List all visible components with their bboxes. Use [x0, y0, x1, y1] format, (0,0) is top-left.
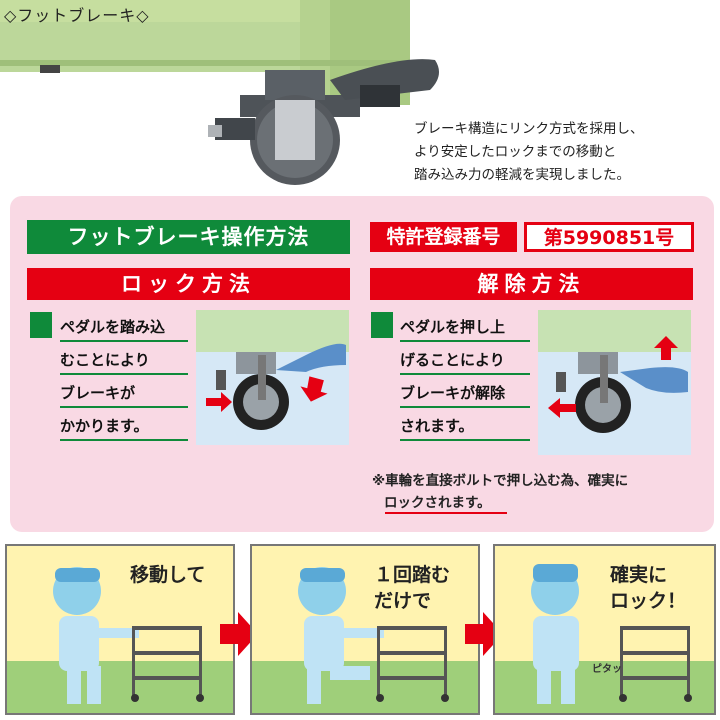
lock-illustration — [495, 564, 714, 713]
lock-text-line: かかります。 — [60, 411, 188, 441]
press-illustration — [252, 567, 478, 713]
lock-diagram-illustration — [196, 310, 349, 430]
caption-line: だけで — [374, 590, 432, 612]
lock-text-line: ブレーキが — [60, 378, 188, 408]
next-arrow-2 — [465, 612, 503, 660]
panel-note: ※車輪を直接ボルトで押し込む為、確実に ロックされます。 — [372, 470, 628, 514]
lock-text-line: むことにより — [60, 345, 188, 375]
patent-number: 第5990851号 — [524, 222, 694, 252]
note-line: ロックされます。 — [384, 495, 491, 511]
caption-line: 確実に — [610, 564, 668, 586]
photo-description: ブレーキ構造にリンク方式を採用し、 より安定したロックまでの移動と 踏み込み力の… — [414, 118, 714, 187]
lock-marker — [30, 312, 52, 338]
release-text-line: ブレーキが解除 — [400, 378, 530, 408]
release-marker — [371, 312, 393, 338]
release-heading: 解除方法 — [370, 268, 693, 300]
description-line: ブレーキ構造にリンク方式を採用し、 — [414, 121, 644, 137]
lock-heading: ロック方法 — [27, 268, 350, 300]
lock-text-line: ペダルを踏み込 — [60, 312, 188, 342]
caster-photo — [0, 0, 439, 185]
release-text-line: ペダルを押し上 — [400, 312, 530, 342]
release-text-line: げることにより — [400, 345, 530, 375]
patent-label: 特許登録番号 — [370, 222, 517, 252]
operation-title: フットブレーキ操作方法 — [27, 220, 350, 254]
caption-line: ロック！ — [610, 590, 687, 612]
right-arrow-icon — [220, 612, 258, 656]
product-photo — [0, 0, 720, 200]
description-line: より安定したロックまでの移動と — [414, 144, 617, 160]
step-caption-lock: 確実に ロック！ — [610, 562, 686, 614]
right-arrow-icon — [465, 612, 503, 656]
lock-diagram — [196, 310, 349, 445]
release-diagram — [538, 310, 691, 455]
move-illustration — [7, 567, 233, 713]
sound-effect: ピタッ — [592, 664, 622, 675]
step-frame-move — [5, 544, 235, 715]
caption-line: 移動して — [130, 564, 206, 586]
note-line: ※車輪を直接ボルトで押し込む為、確実に — [372, 473, 629, 489]
step-frame-lock — [493, 544, 716, 715]
caption-line: １回踏む — [374, 564, 451, 586]
description-line: 踏み込み力の軽減を実現しました。 — [414, 167, 630, 183]
step-caption-move: 移動して — [130, 562, 205, 588]
next-arrow-1 — [220, 612, 258, 660]
release-text-line: されます。 — [400, 411, 530, 441]
photo-title: ◇フットブレーキ◇ — [4, 6, 150, 25]
step-frame-press — [250, 544, 480, 715]
note-underline — [385, 512, 507, 514]
step-caption-press: １回踏む だけで — [374, 562, 450, 614]
release-diagram-illustration — [538, 310, 691, 433]
